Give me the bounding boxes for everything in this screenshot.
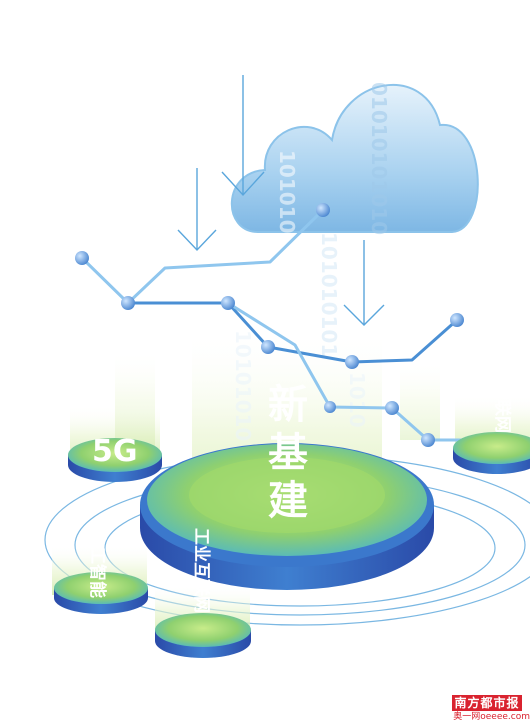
platform-industrial xyxy=(155,613,251,658)
label-iot: 物联网 xyxy=(492,382,513,433)
center-char: 新 xyxy=(268,382,308,428)
main-platform xyxy=(140,443,434,590)
network-node xyxy=(75,251,89,265)
network-node xyxy=(316,203,330,217)
binary-text: 10101010 xyxy=(231,330,255,441)
website-watermark: 奥一网oeeee.com xyxy=(453,712,530,722)
binary-stream: 01010101010 1010101010 101010101 1010101… xyxy=(231,82,391,441)
network-node xyxy=(345,355,359,369)
network-nodes xyxy=(75,203,464,447)
center-char: 基 xyxy=(268,430,308,476)
binary-text: 01010101010 xyxy=(367,82,391,235)
platform-ai xyxy=(54,572,148,614)
label-5g: 5G xyxy=(92,434,138,469)
cloud-icon xyxy=(230,84,479,233)
binary-text: 101010101 xyxy=(317,232,341,357)
platform-iot xyxy=(453,432,530,474)
binary-text: 1010 xyxy=(345,372,369,428)
network-node xyxy=(121,296,135,310)
network-node xyxy=(421,433,435,447)
network-node xyxy=(385,401,399,415)
network-node xyxy=(261,340,275,354)
network-lines xyxy=(80,208,520,442)
center-char: 建 xyxy=(268,478,308,524)
binary-text: 1010101010 xyxy=(275,150,299,289)
label-ai: 人工智能 xyxy=(87,530,108,598)
label-industrial: 工业互联网 xyxy=(191,528,211,613)
labels: 新 基 建 5G 人工智能 工业互联网 物联网 xyxy=(87,382,513,613)
data-arrows xyxy=(177,75,385,326)
network-node xyxy=(450,313,464,327)
newspaper-logo: 南方都市报 xyxy=(452,695,522,711)
center-title: 新 基 建 xyxy=(268,382,308,524)
network-node xyxy=(324,401,336,413)
platform-5g xyxy=(68,438,162,482)
network-node xyxy=(221,296,235,310)
